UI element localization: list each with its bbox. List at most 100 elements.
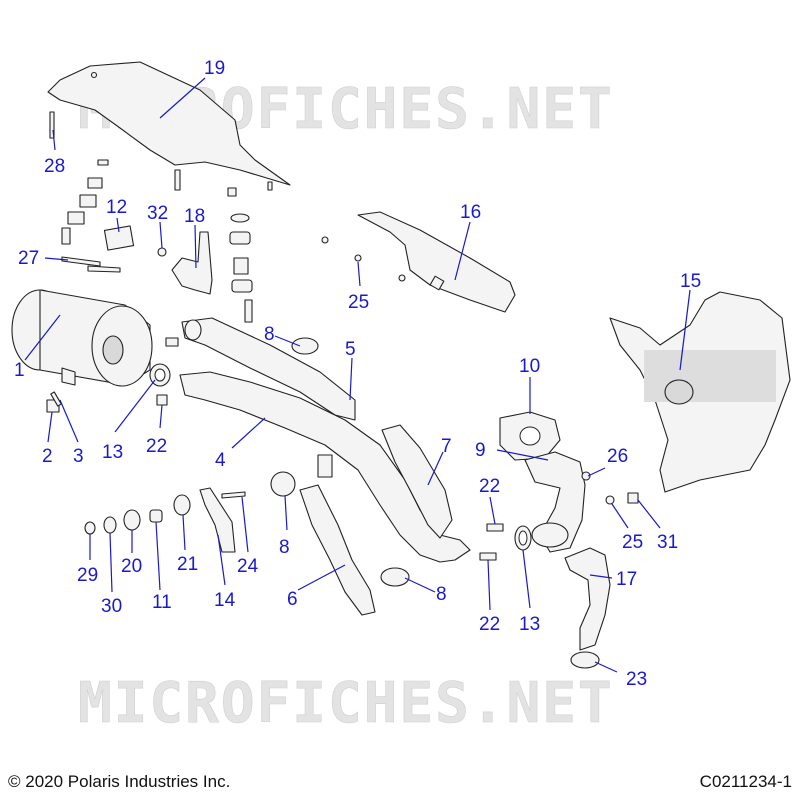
bolt [244, 299, 253, 323]
shield-15-band [644, 350, 776, 402]
callout-15: 15 [680, 271, 701, 292]
callout-30: 30 [101, 596, 122, 617]
callout-6: 6 [287, 589, 298, 610]
clamp-23 [570, 651, 600, 669]
callout-9: 9 [475, 440, 486, 461]
pipe-9-outlet [531, 522, 569, 548]
muffler-outlet [102, 335, 124, 365]
nut-26 [581, 471, 591, 481]
bolt [267, 181, 273, 191]
bolt [87, 265, 121, 273]
callout-18: 18 [184, 206, 205, 227]
callout-25-right: 25 [622, 532, 643, 553]
spring-22 [479, 552, 497, 561]
washer [97, 159, 109, 166]
bolt [174, 169, 181, 191]
diagram-code: C0211234-1 [699, 772, 792, 791]
gasket-13-right-hole [518, 530, 528, 546]
shield-15-hole [664, 379, 694, 405]
clamp-8-mid [270, 471, 296, 497]
callout-19: 19 [204, 58, 225, 79]
spring-22 [486, 523, 504, 532]
callout-14: 14 [214, 590, 236, 611]
shield-19-hole [90, 71, 98, 79]
callout-11: 11 [152, 592, 172, 613]
nut [227, 187, 237, 197]
washer-30 [103, 516, 117, 534]
bolt-27 [61, 256, 101, 267]
callout-17: 17 [616, 569, 637, 590]
leader-lines [24, 77, 691, 673]
callout-22-mid: 22 [479, 476, 500, 497]
bolt [61, 227, 71, 245]
pipe-shield-7 [381, 424, 453, 539]
bolt-24 [221, 491, 246, 499]
callout-8-lower: 8 [436, 584, 447, 605]
callout-27: 27 [18, 248, 39, 269]
callout-4: 4 [215, 450, 226, 471]
gasket-10-hole [519, 426, 541, 446]
screw [321, 236, 329, 244]
callout-26: 26 [607, 446, 628, 467]
screw-25 [354, 254, 362, 262]
spring-3 [50, 391, 62, 407]
washer [230, 213, 250, 223]
callout-1: 1 [14, 360, 25, 381]
callout-20: 20 [121, 556, 142, 577]
spacer-11 [149, 509, 163, 523]
head-pipe-5 [181, 317, 356, 421]
callout-25-top: 25 [348, 292, 369, 313]
callout-23: 23 [626, 669, 647, 690]
bracket-12 [103, 225, 135, 251]
grommet [231, 279, 253, 293]
shield-16-slot [429, 275, 445, 291]
callout-13-left: 13 [102, 442, 123, 463]
clamp-8-upper [291, 337, 319, 355]
bracket-14 [199, 487, 236, 553]
pipe-bracket [317, 454, 333, 478]
callout-3: 3 [73, 446, 84, 467]
spring [165, 337, 179, 347]
grommet [229, 231, 251, 245]
callout-21: 21 [177, 554, 198, 575]
callout-12: 12 [106, 197, 127, 218]
callout-8-mid: 8 [279, 537, 290, 558]
copyright-notice: © 2020 Polaris Industries Inc. [8, 772, 231, 791]
flange-pipe-9 [524, 451, 586, 553]
muffler-tip [61, 367, 76, 386]
heat-shield-16 [357, 211, 516, 313]
callout-31: 31 [657, 532, 678, 553]
pipe-4 [179, 371, 471, 563]
callout-5: 5 [345, 339, 356, 360]
bushing [79, 194, 97, 208]
heat-shield-19 [47, 61, 291, 186]
bracket-18 [171, 231, 213, 295]
heat-shield-17 [564, 547, 611, 651]
grommet-20 [123, 509, 141, 531]
callout-8-upper: 8 [264, 324, 275, 345]
callout-22-lower: 22 [479, 614, 500, 635]
grommet-21 [173, 494, 191, 516]
watermark-bottom: MICROFICHES.NET [78, 671, 614, 736]
callout-32: 32 [147, 203, 168, 224]
bushing [87, 177, 103, 189]
callout-29: 29 [77, 565, 98, 586]
spring-22 [156, 394, 168, 406]
screw [398, 274, 406, 282]
clip-31 [627, 492, 639, 504]
clamp-8-lower [380, 567, 410, 587]
callout-16: 16 [460, 202, 481, 223]
pipe-6 [299, 484, 376, 616]
callout-24: 24 [237, 556, 259, 577]
callout-7: 7 [441, 436, 452, 457]
callout-28: 28 [44, 156, 65, 177]
washer-25 [605, 495, 615, 505]
bushing [67, 211, 85, 225]
callout-2: 2 [42, 446, 53, 467]
gasket-13-left-hole [154, 368, 166, 382]
nut-32 [157, 247, 167, 257]
callout-10: 10 [519, 356, 540, 377]
callout-22-left: 22 [146, 436, 167, 457]
